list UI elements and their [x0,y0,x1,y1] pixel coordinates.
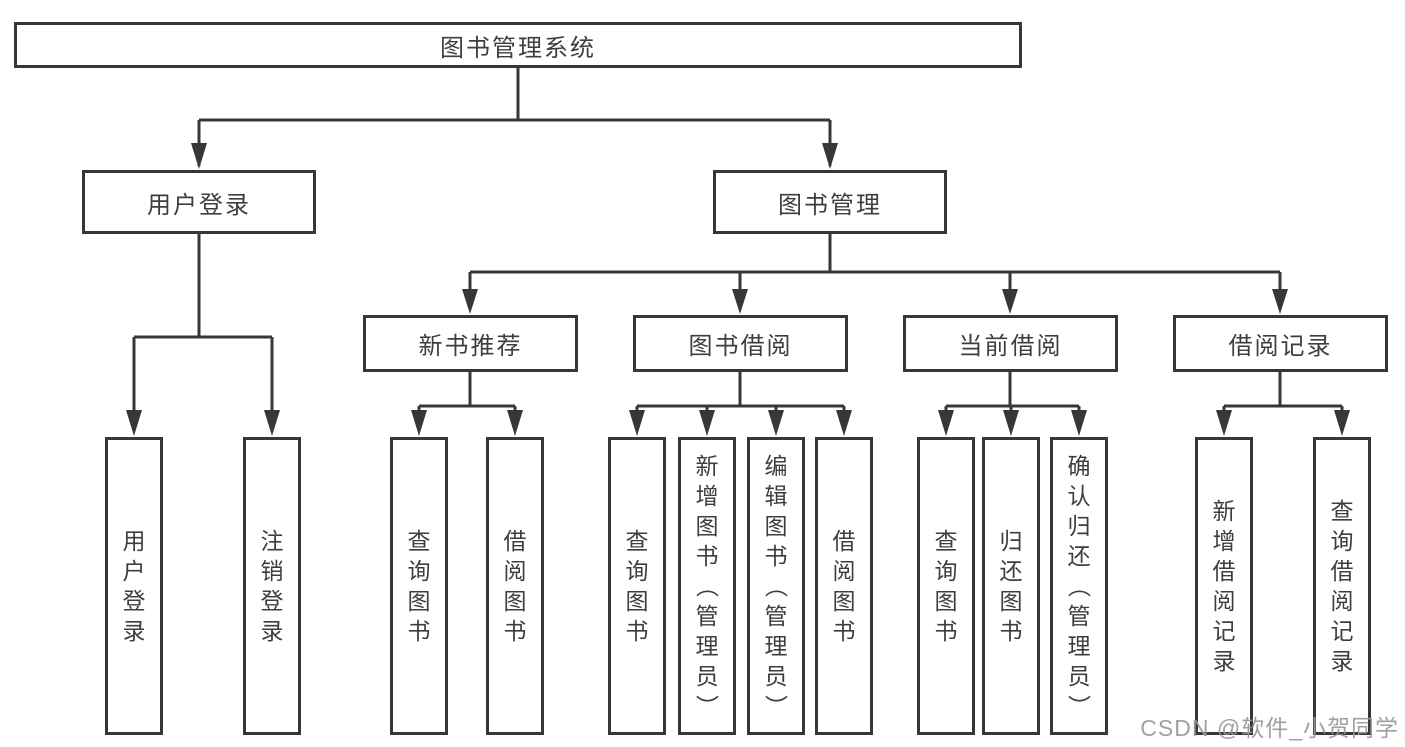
leaf-edit-books-admin: 编辑图书（管理员） [747,437,805,735]
node-current-borrow: 当前借阅 [903,315,1118,372]
csdn-watermark: CSDN @软件_小贺同学 [1140,715,1399,741]
node-root-system: 图书管理系统 [14,22,1022,68]
node-user-login: 用户登录 [82,170,316,234]
leaf-query-borrow-record: 查询借阅记录 [1313,437,1371,735]
node-new-book-recommend: 新书推荐 [363,315,578,372]
leaf-query-books-recommend: 查询图书 [390,437,448,735]
leaf-query-books-borrow: 查询图书 [608,437,666,735]
node-book-borrow: 图书借阅 [633,315,848,372]
node-book-management: 图书管理 [713,170,947,234]
leaf-add-borrow-record: 新增借阅记录 [1195,437,1253,735]
leaf-query-books-current: 查询图书 [917,437,975,735]
leaf-borrow-books: 借阅图书 [815,437,873,735]
node-borrow-records: 借阅记录 [1173,315,1388,372]
leaf-confirm-return-admin: 确认归还（管理员） [1050,437,1108,735]
leaf-add-books-admin: 新增图书（管理员） [678,437,736,735]
leaf-return-books: 归还图书 [982,437,1040,735]
leaf-logout: 注销登录 [243,437,301,735]
leaf-borrow-books-recommend: 借阅图书 [486,437,544,735]
leaf-user-login: 用户登录 [105,437,163,735]
